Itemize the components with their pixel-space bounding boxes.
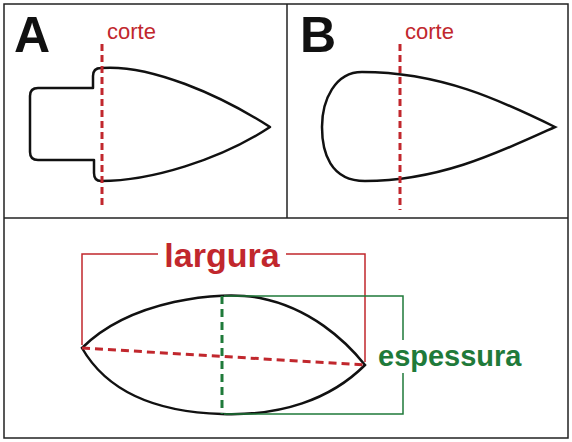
cut-label: corte: [405, 21, 454, 43]
thickness-line: [221, 296, 224, 414]
cross-section: [82, 296, 365, 415]
point-outline: [30, 68, 270, 181]
cut-line: [101, 44, 104, 206]
cut-line: [399, 44, 402, 210]
frame: [4, 4, 568, 438]
panel-letter: A: [14, 10, 50, 60]
width-label: largura: [158, 236, 285, 274]
panel-letter: B: [300, 10, 336, 60]
divider: [4, 217, 568, 219]
divider: [286, 4, 288, 218]
cut-label: corte: [107, 21, 156, 43]
point-outline: [322, 72, 555, 181]
thickness-label: espessura: [372, 340, 528, 373]
